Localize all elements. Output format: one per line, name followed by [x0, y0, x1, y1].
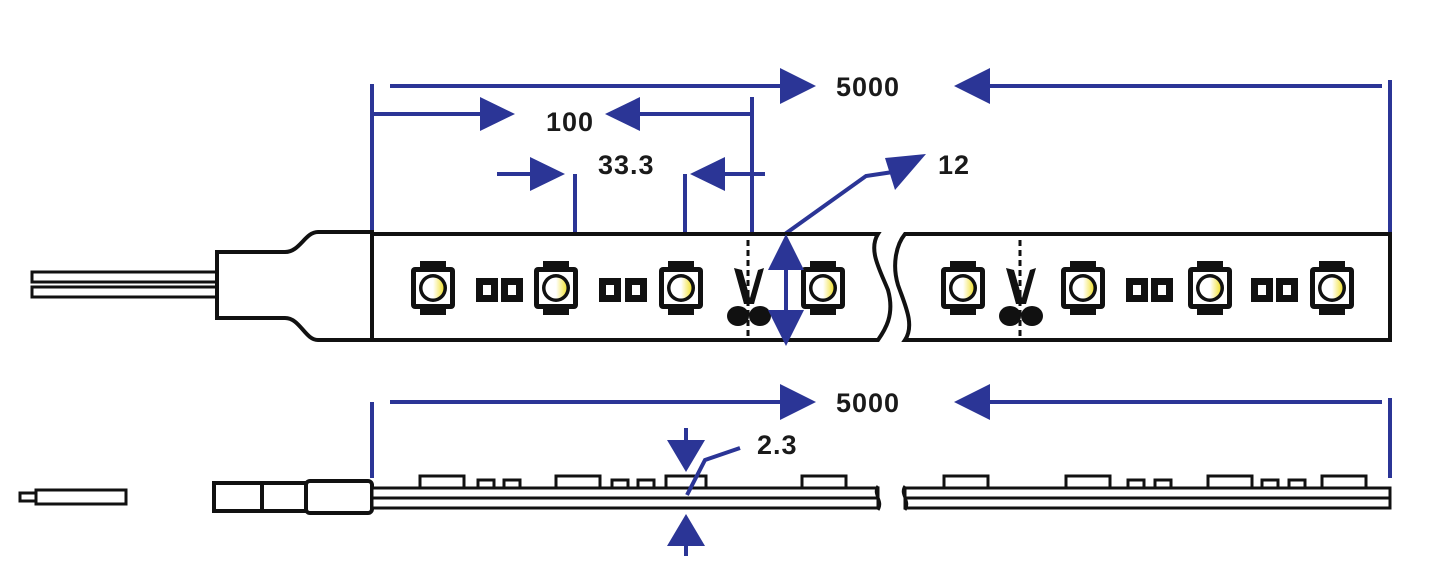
connector-head: [304, 479, 374, 515]
resistor-icon: [1251, 278, 1273, 302]
resistor-icon: [1276, 278, 1298, 302]
strip-profile: [370, 485, 1392, 511]
connector-sleeve: [260, 481, 310, 513]
resistor-icon: [1151, 278, 1173, 302]
arrow-up-icon: [667, 514, 705, 546]
led-chip-icon: [1188, 261, 1232, 315]
cut-unit-dimension: 100: [372, 97, 754, 232]
led-chip-icon: [941, 261, 985, 315]
led-pitch-label: 33.3: [598, 150, 655, 180]
arrow-down-icon: [667, 440, 705, 472]
connector-sleeve: [212, 481, 264, 513]
side-total-length-label: 5000: [836, 388, 900, 418]
arrow-left-icon: [690, 157, 725, 191]
cut-unit-label: 100: [546, 107, 594, 137]
resistor-icon: [501, 278, 523, 302]
led-chip-icon: [1061, 261, 1105, 315]
arrow-left-icon: [605, 97, 640, 131]
led-chip-icon: [659, 261, 703, 315]
top-view: 5000 100 33.3 12: [30, 68, 1392, 346]
side-total-length-dimension: 5000: [370, 384, 1392, 478]
led-chip-icon: [1310, 261, 1354, 315]
led-chip-icon: [534, 261, 578, 315]
total-length-label: 5000: [836, 72, 900, 102]
wire: [34, 488, 128, 506]
thickness-label: 2.3: [757, 430, 798, 460]
led-pitch-dimension: 33.3: [497, 150, 765, 258]
resistor-icon: [476, 278, 498, 302]
led-chip-icon: [411, 261, 455, 315]
resistor-icon: [625, 278, 647, 302]
width-label: 12: [938, 150, 970, 180]
arrow-right-icon: [780, 68, 816, 104]
thickness-dimension: 2.3: [667, 428, 798, 556]
side-components: [418, 474, 1368, 490]
wire-connector: [30, 230, 374, 342]
arrow-left-icon: [954, 68, 990, 104]
led-chip-icon: [801, 261, 845, 315]
arrow-left-icon: [954, 384, 990, 420]
resistor-icon: [1126, 278, 1148, 302]
arrow-right-icon: [480, 97, 515, 131]
total-length-dimension: 5000: [370, 68, 1392, 232]
side-view: 5000: [18, 384, 1392, 556]
width-dimension: 12: [783, 150, 970, 236]
arrow-right-icon: [780, 384, 816, 420]
width-double-arrow: [768, 234, 804, 346]
resistor-icon: [599, 278, 621, 302]
wire-tip: [18, 491, 38, 503]
arrow-right-icon: [885, 154, 926, 190]
arrow-right-icon: [530, 157, 565, 191]
